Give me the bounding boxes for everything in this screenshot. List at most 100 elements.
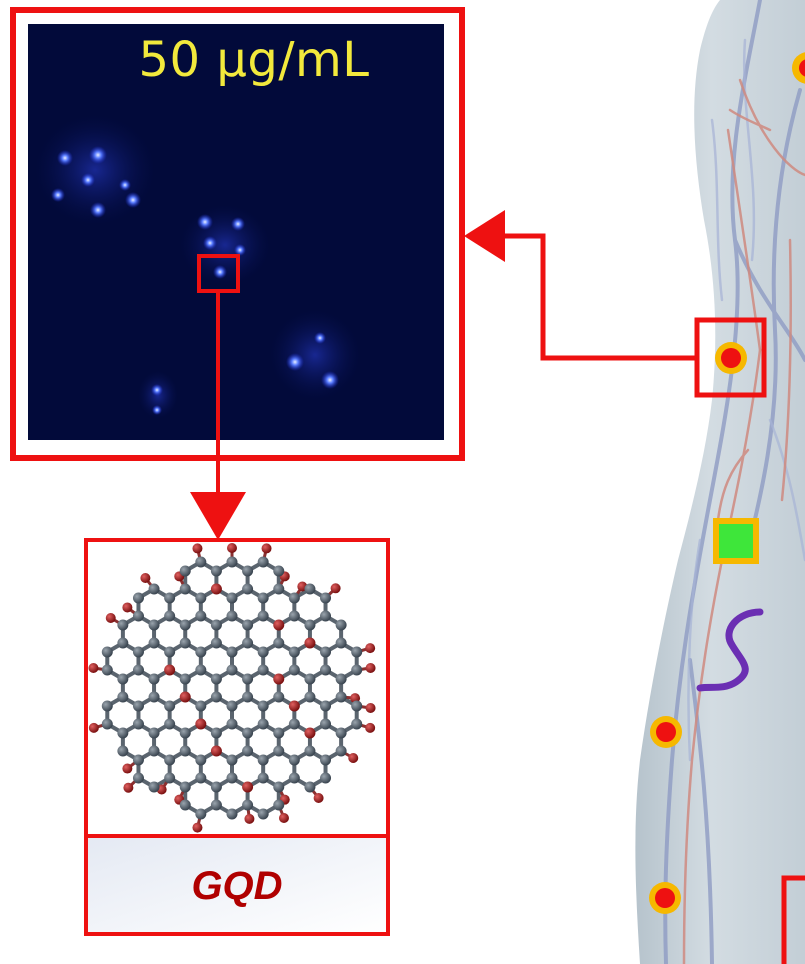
carbon-atom bbox=[132, 646, 144, 658]
nanoparticle-marker-lower bbox=[650, 716, 682, 748]
oxygen-atom bbox=[365, 663, 376, 673]
carbon-atom bbox=[210, 619, 222, 631]
carbon-atom bbox=[117, 673, 129, 685]
carbon-atom bbox=[195, 646, 207, 658]
carbon-atom bbox=[195, 772, 207, 784]
carbon-atom bbox=[320, 592, 332, 604]
carbon-atom bbox=[164, 646, 176, 658]
carbon-atom bbox=[148, 637, 160, 649]
carbon-atom bbox=[179, 637, 191, 649]
oxygen-atom bbox=[88, 722, 99, 733]
oxygen-atom bbox=[365, 643, 376, 654]
carbon-atom bbox=[242, 637, 254, 649]
carbon-atom bbox=[210, 637, 222, 649]
partial-frame-bottom-right bbox=[781, 875, 805, 964]
carbon-atom bbox=[132, 718, 144, 730]
carbon-atom bbox=[288, 610, 300, 622]
arrow-head-left-icon bbox=[464, 210, 505, 262]
carbon-atom bbox=[195, 592, 207, 604]
carbon-atom bbox=[117, 637, 129, 649]
carbon-atom bbox=[288, 772, 300, 784]
human-leg-icon bbox=[635, 0, 805, 964]
carbon-atom bbox=[304, 745, 316, 757]
carbon-atom bbox=[179, 745, 191, 757]
fluorescence-spots bbox=[35, 115, 360, 419]
carbon-atom bbox=[288, 664, 300, 676]
carbon-atom bbox=[320, 754, 332, 766]
carbon-atom bbox=[288, 592, 300, 604]
carbon-atom bbox=[257, 646, 269, 658]
carbon-atom bbox=[226, 664, 238, 676]
carbon-atom bbox=[242, 583, 254, 595]
carbon-atom bbox=[320, 664, 332, 676]
carbon-atom bbox=[257, 754, 269, 766]
carbon-atom bbox=[132, 664, 144, 676]
carbon-atom bbox=[226, 808, 238, 820]
carbon-atom bbox=[148, 691, 160, 703]
carbon-atom bbox=[257, 556, 269, 568]
green-square-marker bbox=[713, 518, 759, 564]
nanoparticle-marker-top bbox=[792, 52, 805, 84]
carbon-atom bbox=[273, 637, 285, 649]
carbon-atom bbox=[195, 700, 207, 712]
carbon-atom bbox=[320, 700, 332, 712]
carbon-atom bbox=[226, 718, 238, 730]
nanoparticle-marker-highlighted bbox=[715, 342, 747, 374]
carbon-atom bbox=[242, 727, 254, 739]
carbon-atom bbox=[351, 718, 363, 730]
carbon-atom bbox=[164, 754, 176, 766]
oxygen-atom bbox=[273, 619, 285, 631]
arrow-head-down-icon bbox=[190, 492, 246, 540]
carbon-atom bbox=[132, 610, 144, 622]
oxygen-atom bbox=[192, 543, 203, 554]
oxygen-atom bbox=[123, 782, 134, 793]
carbon-atom bbox=[335, 727, 347, 739]
carbon-atom bbox=[226, 646, 238, 658]
carbon-atom bbox=[335, 745, 347, 757]
carbon-atom bbox=[148, 745, 160, 757]
oxygen-atom bbox=[122, 763, 133, 774]
carbon-atom bbox=[148, 727, 160, 739]
carbon-atom bbox=[304, 781, 316, 793]
carbon-atom bbox=[320, 610, 332, 622]
carbon-atom bbox=[351, 646, 363, 658]
oxygen-atom bbox=[348, 753, 359, 763]
carbon-atom bbox=[304, 673, 316, 685]
carbon-atom bbox=[132, 754, 144, 766]
oxygen-atom bbox=[179, 691, 191, 703]
oxygen-atom bbox=[365, 722, 376, 733]
carbon-atom bbox=[335, 691, 347, 703]
carbon-atom bbox=[179, 565, 191, 577]
carbon-atom bbox=[210, 565, 222, 577]
oxygen-atom bbox=[210, 583, 222, 595]
carbon-atom bbox=[304, 583, 316, 595]
carbon-atom bbox=[195, 610, 207, 622]
carbon-atom bbox=[273, 583, 285, 595]
carbon-atom bbox=[242, 799, 254, 811]
carbon-atom bbox=[335, 619, 347, 631]
carbon-atom bbox=[164, 772, 176, 784]
carbon-atom bbox=[210, 691, 222, 703]
carbon-atom bbox=[148, 781, 160, 793]
carbon-atom bbox=[257, 700, 269, 712]
carbon-atom bbox=[179, 673, 191, 685]
carbon-atom bbox=[179, 583, 191, 595]
carbon-atom bbox=[226, 556, 238, 568]
carbon-atom bbox=[242, 745, 254, 757]
carbon-atom bbox=[132, 772, 144, 784]
oxygen-atom bbox=[313, 793, 324, 803]
carbon-atom bbox=[335, 673, 347, 685]
carbon-atom bbox=[273, 781, 285, 793]
carbon-atom bbox=[210, 727, 222, 739]
nanoparticle-marker-bottom bbox=[649, 882, 681, 914]
oxygen-atom bbox=[122, 602, 133, 613]
carbon-atom bbox=[148, 619, 160, 631]
carbon-atom bbox=[257, 772, 269, 784]
carbon-atom bbox=[179, 727, 191, 739]
concentration-label: 50 µg/mL bbox=[138, 32, 370, 88]
carbon-atom bbox=[242, 565, 254, 577]
oxygen-atom bbox=[195, 718, 207, 730]
carbon-atom bbox=[288, 718, 300, 730]
carbon-atom bbox=[132, 700, 144, 712]
